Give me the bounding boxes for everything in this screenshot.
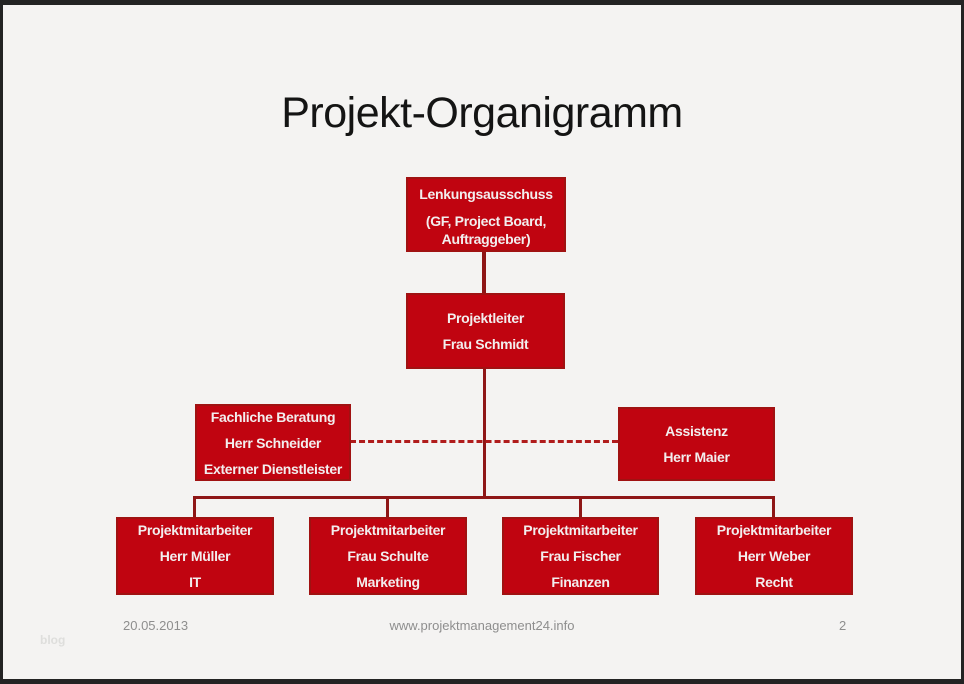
node-projektmitarbeiter-marketing: Projektmitarbeiter Frau Schulte Marketin… xyxy=(309,517,467,595)
watermark-blog: blog xyxy=(40,633,66,647)
node-line: Frau Fischer xyxy=(540,548,621,564)
node-line: IT xyxy=(189,574,201,590)
node-line: Auftraggeber) xyxy=(441,231,531,247)
node-line: Projektmitarbeiter xyxy=(330,522,446,538)
node-projektmitarbeiter-recht: Projektmitarbeiter Herr Weber Recht xyxy=(695,517,853,595)
node-line: Finanzen xyxy=(551,574,610,590)
node-line: Frau Schulte xyxy=(347,548,429,564)
node-line: Herr Müller xyxy=(159,548,231,564)
connector-stub-member-it xyxy=(193,496,196,517)
connector-stub-member-legal xyxy=(772,496,775,517)
node-line: Projektmitarbeiter xyxy=(137,522,253,538)
node-line: Lenkungsausschuss xyxy=(419,186,553,202)
node-projektmitarbeiter-it: Projektmitarbeiter Herr Müller IT xyxy=(116,517,274,595)
footer-page-number: 2 xyxy=(839,618,847,633)
node-line: Fachliche Beratung xyxy=(210,408,336,425)
node-line: Marketing xyxy=(356,574,420,590)
node-line: Herr Weber xyxy=(737,548,811,564)
node-line: Recht xyxy=(755,574,793,590)
node-line: Frau Schmidt xyxy=(442,336,529,352)
slide-title: Projekt-Organigramm xyxy=(281,89,683,137)
node-projektleiter: Projektleiter Frau Schmidt xyxy=(406,293,565,369)
node-line: Herr Maier xyxy=(663,449,730,465)
node-line: Projektmitarbeiter xyxy=(523,522,638,538)
node-line: Projektleiter xyxy=(446,310,525,326)
node-line: (GF, Project Board, xyxy=(425,213,547,229)
connector-stub-member-finance xyxy=(579,496,582,517)
connector-leader-to-bus xyxy=(483,369,486,497)
node-projektmitarbeiter-finanzen: Projektmitarbeiter Frau Fischer Finanzen xyxy=(502,517,659,595)
node-lenkungsausschuss: Lenkungsausschuss (GF, Project Board, Au… xyxy=(406,177,566,252)
node-line: Assistenz xyxy=(665,423,728,439)
node-line: Externer Dienstleister xyxy=(203,460,343,477)
node-line: Projektmitarbeiter xyxy=(716,522,832,538)
node-line: Herr Schneider xyxy=(224,434,322,451)
connector-steering-to-leader xyxy=(482,252,486,293)
connector-stub-member-marketing xyxy=(386,496,389,517)
connector-horizontal-bus xyxy=(193,496,775,499)
footer-date: 20.05.2013 xyxy=(123,618,189,633)
node-assistenz: Assistenz Herr Maier xyxy=(618,407,775,481)
footer-website: www.projektmanagement24.info xyxy=(389,618,575,633)
node-fachliche-beratung: Fachliche Beratung Herr Schneider Extern… xyxy=(195,404,351,481)
connector-dashed-advisor-assistant xyxy=(350,440,618,443)
